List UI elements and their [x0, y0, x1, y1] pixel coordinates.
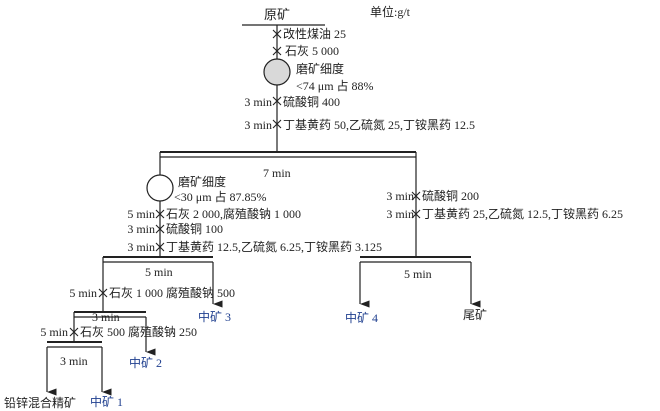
reagent-label: 改性煤油 25: [283, 27, 347, 41]
float-time: 7 min: [263, 166, 291, 180]
reagent-label: 硫酸铜 200: [422, 189, 480, 203]
reagent-label: 石灰 1 000 腐殖酸钠 500: [109, 286, 236, 300]
float-time: 3 min: [92, 310, 120, 324]
reagent-label: 硫酸铜 100: [166, 222, 224, 236]
product-middling-3: 中矿 3: [198, 310, 232, 324]
product-middling-2: 中矿 2: [129, 356, 163, 370]
reagent-label: 石灰 5 000: [285, 44, 340, 58]
reagent-label: 石灰 2 000,腐殖酸钠 1 000: [166, 207, 302, 221]
product-tailings: 尾矿: [463, 308, 488, 322]
float-time: 3 min: [60, 354, 88, 368]
grind-title: 磨矿细度: [296, 62, 345, 76]
time-label: 3 min: [127, 240, 155, 254]
grind-value: <30 μm 占 87.85%: [174, 190, 267, 204]
float-time: 5 min: [145, 265, 173, 279]
product-middling-1: 中矿 1: [90, 395, 124, 409]
regrind-mill-icon: [146, 174, 174, 202]
time-label: 3 min: [244, 95, 272, 109]
product-concentrate: 铅锌混合精矿: [4, 396, 77, 410]
reagent-label: 丁基黄药 12.5,乙硫氮 6.25,丁铵黑药 3.125: [166, 240, 383, 254]
time-label: 3 min: [127, 222, 155, 236]
reagent-label: 丁基黄药 25,乙硫氮 12.5,丁铵黑药 6.25: [422, 207, 624, 221]
reagent-label: 石灰 500 腐殖酸钠 250: [80, 325, 198, 339]
float-time: 5 min: [404, 267, 432, 281]
time-label: 5 min: [40, 325, 68, 339]
grinding-mill-icon: [263, 58, 291, 86]
grind-value: <74 μm 占 88%: [296, 79, 374, 93]
unit-label: 单位:g/t: [370, 5, 411, 19]
time-label: 5 min: [127, 207, 155, 221]
reagent-label: 硫酸铜 400: [283, 95, 341, 109]
feed-label: 原矿: [264, 7, 291, 22]
product-middling-4: 中矿 4: [345, 311, 379, 325]
grind-title: 磨矿细度: [178, 175, 227, 189]
reagent-addition-marks: [69, 29, 421, 337]
time-label: 5 min: [69, 286, 97, 300]
time-label: 3 min: [386, 189, 414, 203]
reagent-label: 丁基黄药 50,乙硫氮 25,丁铵黑药 12.5: [283, 118, 476, 132]
time-label: 3 min: [244, 118, 272, 132]
time-label: 3 min: [386, 207, 414, 221]
